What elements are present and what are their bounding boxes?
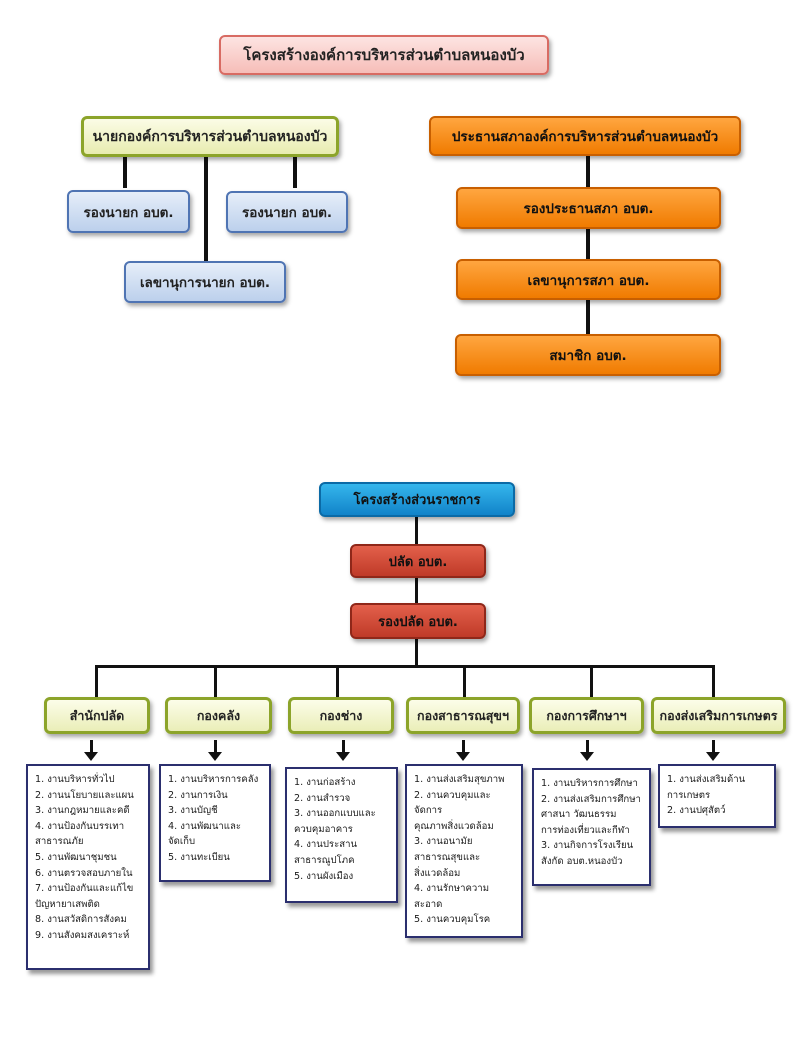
task-list: 1. งานบริหารการศึกษา 2. งานส่งเสริมการศึ… <box>532 768 651 886</box>
list-item: 2. งานส่งเสริมการศึกษา <box>541 793 641 805</box>
list-item: 5. งานพัฒนาชุมชน <box>35 851 117 863</box>
list-item: 9. งานสังคมสงเคราะห์ <box>35 929 130 941</box>
list-item: 4. งานป้องกันบรรเทา <box>35 820 125 832</box>
connector-line <box>293 156 297 188</box>
connector-line <box>712 665 715 697</box>
task-list: 1. งานส่งเสริมด้าน การเกษตร 2. งานปศุสัต… <box>658 764 776 828</box>
list-item: สาธารณสุขและ <box>414 851 481 863</box>
list-item: 4. งานรักษาความ <box>414 883 490 895</box>
department-box: กองคลัง <box>165 697 272 734</box>
list-item: สาธารณภัย <box>35 836 84 848</box>
task-list: 1. งานบริหารการคลัง 2. งานการเงิน 3. งาน… <box>159 764 271 882</box>
executive-head-box: นายกองค์การบริหารส่วนตำบลหนองบัว <box>81 116 339 157</box>
list-item: 1. งานส่งเสริมด้าน <box>667 774 746 785</box>
list-item: 2. งานปศุสัตว์ <box>667 805 726 817</box>
task-list: 1. งานส่งเสริมสุขภาพ 2. งานควบคุมและจัดก… <box>405 764 523 938</box>
list-item: ควบคุมอาคาร <box>294 823 353 835</box>
connector-line <box>415 516 418 546</box>
list-item: 1. งานส่งเสริมสุขภาพ <box>414 774 505 785</box>
council-head-box: ประธานสภาองค์การบริหารส่วนตำบลหนองบัว <box>429 116 741 156</box>
gov-structure-title: โครงสร้างส่วนราชการ <box>319 482 515 517</box>
connector-line <box>463 665 466 697</box>
list-item: ศาสนา วัฒนธรรม <box>541 809 617 821</box>
list-item: การท่องเที่ยวและกีฬา <box>541 824 630 836</box>
department-box: กองสาธารณสุขฯ <box>406 697 520 734</box>
department-box: สำนักปลัด <box>44 697 150 734</box>
council-members-box: สมาชิก อบต. <box>455 334 721 376</box>
department-box: กองส่งเสริมการเกษตร <box>651 697 786 734</box>
list-item: ปัญหายาเสพติด <box>35 898 100 910</box>
connector-line <box>336 665 339 697</box>
list-item: 2. งานการเงิน <box>168 789 228 801</box>
list-item: 1. งานบริหารการคลัง <box>168 774 259 785</box>
list-item: 5. งานทะเบียน <box>168 851 230 863</box>
list-item: 1. งานก่อสร้าง <box>294 777 356 788</box>
connector-line <box>95 665 98 697</box>
task-list: 1. งานบริหารทั่วไป 2. งานนโยบายและแผน 3.… <box>26 764 150 970</box>
list-item: 5. งานผังเมือง <box>294 870 354 882</box>
connector-line <box>590 665 593 697</box>
connector-line <box>204 156 208 263</box>
connector-line <box>415 578 418 604</box>
list-item: 3. งานกฎหมายและคดี <box>35 805 130 817</box>
chief-admin-box: ปลัด อบต. <box>350 544 486 578</box>
list-item: 4. งานพัฒนาและ <box>168 820 241 832</box>
list-item: 3. งานออกแบบและ <box>294 808 376 820</box>
list-item: สังกัด อบต.หนองบัว <box>541 855 623 867</box>
mayor-secretary-box: เลขานุการนายก อบต. <box>124 261 286 303</box>
list-item: คุณภาพสิ่งแวดล้อม <box>414 820 494 832</box>
list-item: 3. งานบัญชี <box>168 805 218 817</box>
list-item: 1. งานบริหารทั่วไป <box>35 774 115 785</box>
list-item: 8. งานสวัสดิการสังคม <box>35 914 127 926</box>
connector-line <box>415 638 418 666</box>
list-item: สาธารณูปโภค <box>294 854 355 866</box>
task-list: 1. งานก่อสร้าง 2. งานสำรวจ 3. งานออกแบบแ… <box>285 767 398 903</box>
list-item: 6. งานตรวจสอบภายใน <box>35 867 133 879</box>
deputy-mayor-left-box: รองนายก อบต. <box>67 190 190 233</box>
council-secretary-box: เลขานุการสภา อบต. <box>456 259 721 300</box>
list-item: จัดเก็บ <box>168 836 196 848</box>
list-item: 1. งานบริหารการศึกษา <box>541 778 638 789</box>
list-item: 2. งานสำรวจ <box>294 792 351 804</box>
list-item: 2. งานควบคุมและจัดการ <box>414 789 491 817</box>
list-item: 3. งานกิจการโรงเรียน <box>541 840 634 852</box>
list-item: การเกษตร <box>667 789 711 801</box>
list-item: 3. งานอนามัย <box>414 836 473 848</box>
list-item: 5. งานควบคุมโรค <box>414 914 491 926</box>
deputy-mayor-right-box: รองนายก อบต. <box>226 191 348 233</box>
list-item: 2. งานนโยบายและแผน <box>35 789 134 801</box>
department-box: กองการศึกษาฯ <box>529 697 644 734</box>
list-item: 4. งานประสาน <box>294 839 358 851</box>
council-vice-box: รองประธานสภา อบต. <box>456 187 721 229</box>
connector-line <box>214 665 217 697</box>
deputy-chief-admin-box: รองปลัด อบต. <box>350 603 486 639</box>
connector-line <box>95 665 715 668</box>
list-item: สิ่งแวดล้อม <box>414 867 461 879</box>
department-box: กองช่าง <box>288 697 394 734</box>
connector-line <box>123 156 127 188</box>
connector-line <box>586 154 590 338</box>
list-item: 7. งานป้องกันและแก้ไข <box>35 883 134 895</box>
list-item: สะอาด <box>414 898 443 910</box>
org-title: โครงสร้างองค์การบริหารส่วนตำบลหนองบัว <box>219 35 549 75</box>
